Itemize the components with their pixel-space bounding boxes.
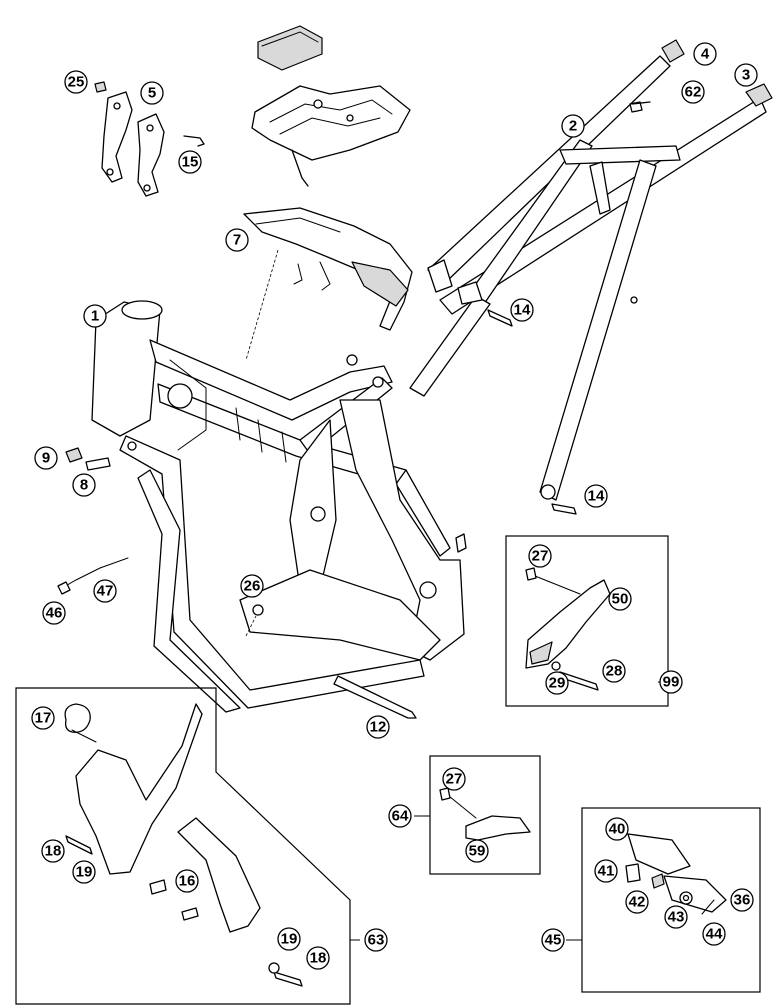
svg-text:46: 46 bbox=[46, 605, 63, 622]
electronics-tray-illustration bbox=[251, 25, 411, 187]
main-frame-illustration bbox=[91, 300, 467, 713]
svg-text:62: 62 bbox=[685, 84, 702, 101]
headlight-bracket-illustration bbox=[243, 207, 413, 361]
callout-46: 46 bbox=[42, 601, 66, 625]
svg-text:3: 3 bbox=[742, 67, 750, 84]
callout-12: 12 bbox=[366, 715, 390, 739]
callout-28: 28 bbox=[602, 659, 626, 683]
callout-47: 47 bbox=[93, 579, 117, 603]
box-64-frame bbox=[429, 755, 541, 875]
svg-text:19: 19 bbox=[76, 864, 93, 881]
svg-text:43: 43 bbox=[668, 909, 685, 926]
callout-16: 16 bbox=[175, 869, 199, 893]
callout-2: 2 bbox=[561, 114, 585, 138]
footpeg-illustration bbox=[625, 833, 727, 915]
svg-text:26: 26 bbox=[244, 578, 261, 595]
callout-41: 41 bbox=[594, 859, 618, 883]
callout-27-box64: 27 bbox=[442, 767, 466, 791]
callout-4: 4 bbox=[693, 42, 717, 66]
svg-text:18: 18 bbox=[310, 950, 327, 967]
frame-fasteners-illustration bbox=[57, 101, 651, 719]
svg-text:15: 15 bbox=[182, 154, 199, 171]
svg-text:1: 1 bbox=[91, 308, 99, 325]
svg-text:42: 42 bbox=[629, 894, 646, 911]
callout-27-box99: 27 bbox=[528, 544, 552, 568]
engine-brackets-illustration bbox=[94, 81, 205, 197]
svg-text:27: 27 bbox=[446, 771, 463, 788]
svg-text:59: 59 bbox=[469, 843, 486, 860]
frame-protector-illustration bbox=[64, 703, 303, 987]
chain-guide-illustration bbox=[525, 567, 611, 691]
svg-text:41: 41 bbox=[598, 863, 615, 880]
callout-3: 3 bbox=[734, 63, 758, 87]
callout-18-left: 18 bbox=[41, 839, 65, 863]
svg-text:99: 99 bbox=[663, 674, 680, 691]
box-99-frame bbox=[505, 535, 669, 707]
callout-64: 64 bbox=[388, 804, 412, 828]
callout-42: 42 bbox=[625, 890, 649, 914]
svg-text:2: 2 bbox=[569, 118, 577, 135]
callout-99: 99 bbox=[659, 670, 683, 694]
callout-14-lower: 14 bbox=[584, 484, 608, 508]
svg-text:12: 12 bbox=[370, 719, 387, 736]
svg-text:63: 63 bbox=[368, 932, 385, 949]
svg-text:7: 7 bbox=[233, 232, 241, 249]
box-45-frame bbox=[581, 807, 761, 993]
callout-29: 29 bbox=[545, 671, 569, 695]
svg-text:19: 19 bbox=[281, 931, 298, 948]
svg-text:5: 5 bbox=[148, 85, 156, 102]
svg-text:16: 16 bbox=[179, 873, 196, 890]
svg-text:50: 50 bbox=[612, 591, 629, 608]
svg-text:64: 64 bbox=[392, 808, 409, 825]
svg-text:44: 44 bbox=[706, 926, 723, 943]
callout-43: 43 bbox=[664, 905, 688, 929]
callout-50: 50 bbox=[608, 587, 632, 611]
callout-19-right: 19 bbox=[277, 927, 301, 951]
callout-18-right: 18 bbox=[306, 946, 330, 970]
svg-text:25: 25 bbox=[68, 74, 85, 91]
callout-19-left: 19 bbox=[72, 860, 96, 884]
callout-25: 25 bbox=[64, 70, 88, 94]
svg-text:36: 36 bbox=[734, 892, 751, 909]
svg-text:29: 29 bbox=[549, 675, 566, 692]
callout-7: 7 bbox=[225, 228, 249, 252]
chain-slider-illustration bbox=[439, 787, 531, 841]
callout-15: 15 bbox=[178, 150, 202, 174]
callout-45: 45 bbox=[541, 928, 565, 952]
callout-5: 5 bbox=[140, 81, 164, 105]
callout-44: 44 bbox=[702, 922, 726, 946]
svg-text:47: 47 bbox=[97, 583, 114, 600]
callout-40: 40 bbox=[605, 817, 629, 841]
callout-59: 59 bbox=[465, 839, 489, 863]
svg-text:14: 14 bbox=[514, 302, 531, 319]
svg-text:40: 40 bbox=[609, 821, 626, 838]
callout-17: 17 bbox=[31, 706, 55, 730]
callout-8: 8 bbox=[72, 473, 96, 497]
svg-text:27: 27 bbox=[532, 548, 549, 565]
box-63-frame bbox=[15, 687, 351, 1005]
svg-text:18: 18 bbox=[45, 843, 62, 860]
callout-63: 63 bbox=[364, 928, 388, 952]
subframe-illustration bbox=[409, 39, 773, 501]
svg-text:28: 28 bbox=[606, 663, 623, 680]
callout-36: 36 bbox=[730, 888, 754, 912]
svg-text:4: 4 bbox=[701, 46, 710, 63]
svg-text:9: 9 bbox=[42, 450, 50, 467]
callout-26: 26 bbox=[240, 574, 264, 598]
callout-1: 1 bbox=[83, 304, 107, 328]
callout-14-upper: 14 bbox=[510, 298, 534, 322]
svg-text:14: 14 bbox=[588, 488, 605, 505]
svg-text:17: 17 bbox=[35, 710, 52, 727]
callout-9: 9 bbox=[34, 446, 58, 470]
svg-text:45: 45 bbox=[545, 932, 562, 949]
svg-text:8: 8 bbox=[80, 477, 88, 494]
callout-62: 62 bbox=[681, 80, 705, 104]
